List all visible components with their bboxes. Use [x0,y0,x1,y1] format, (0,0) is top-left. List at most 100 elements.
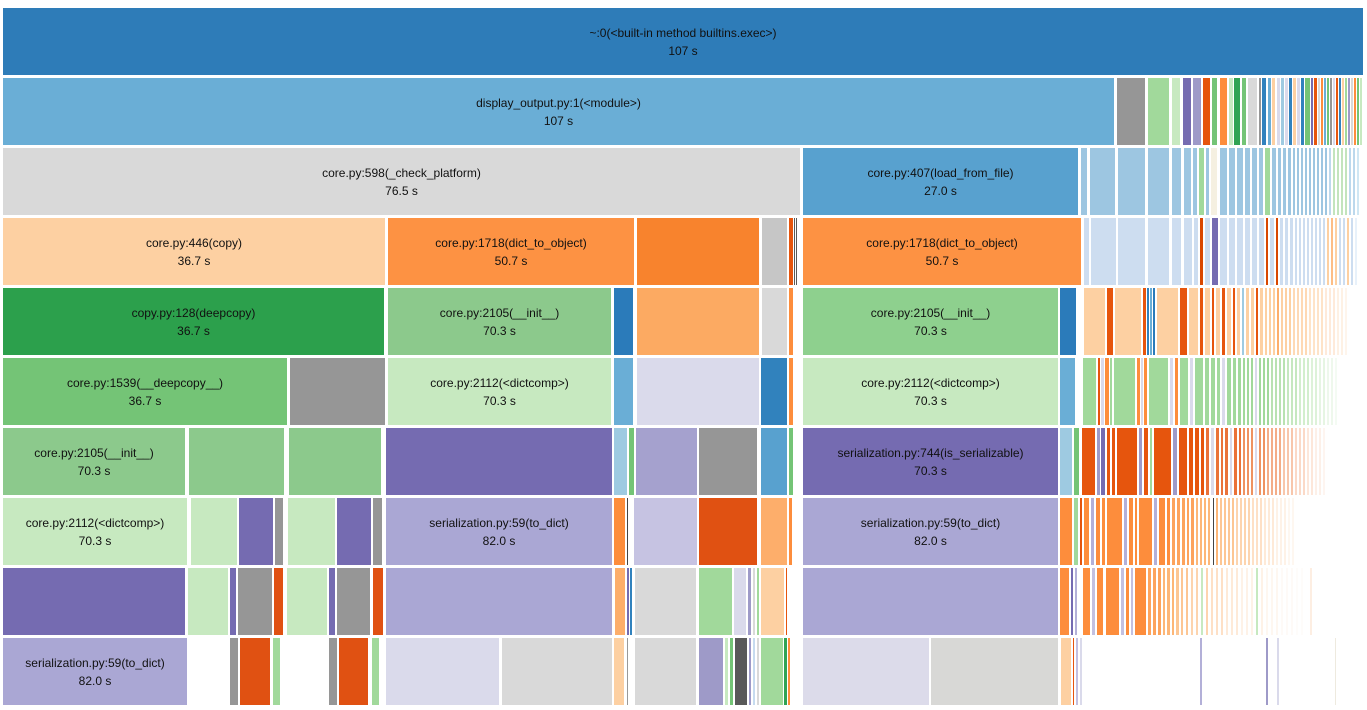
frame-block[interactable] [1189,288,1198,355]
frame-block[interactable] [1199,148,1204,215]
frame-block[interactable] [1291,428,1293,495]
frame-block[interactable] [1135,568,1146,635]
frame-block[interactable] [1102,498,1105,565]
frame-block[interactable] [1060,428,1072,495]
frame-block[interactable] [1242,78,1246,145]
frame-block[interactable] [1313,148,1315,215]
frame-block[interactable] [614,428,627,495]
frame-block[interactable] [1186,568,1188,635]
frame-block[interactable] [1281,78,1284,145]
frame-block[interactable] [1101,428,1105,495]
frame-core-py-2105-init[interactable]: core.py:2105(__init__)70.3 s [3,428,185,495]
frame-block[interactable] [1181,568,1183,635]
frame-core-py-2105-init[interactable]: core.py:2105(__init__)70.3 s [803,288,1058,355]
frame-block[interactable] [1286,568,1288,635]
frame-block[interactable] [1262,78,1266,145]
frame-block[interactable] [1083,358,1096,425]
frame-block[interactable] [1251,288,1254,355]
frame-block[interactable] [1309,288,1311,355]
frame-block[interactable] [1252,148,1257,215]
frame-block[interactable] [1273,288,1275,355]
frame-block[interactable] [1263,358,1265,425]
frame-block[interactable] [1283,428,1285,495]
frame-block[interactable] [1291,358,1293,425]
frame-block[interactable] [1259,218,1264,285]
frame-block[interactable] [1180,358,1188,425]
frame-block[interactable] [189,428,284,495]
frame-block[interactable] [1279,358,1281,425]
frame-block[interactable] [1255,428,1257,495]
frame-block[interactable] [1233,288,1235,355]
frame-block[interactable] [1247,428,1249,495]
frame-block[interactable] [1299,428,1301,495]
frame-block[interactable] [1343,218,1345,285]
frame-block[interactable] [1264,498,1266,565]
frame-block[interactable] [748,568,751,635]
frame-block[interactable] [1144,358,1147,425]
frame-block[interactable] [1176,568,1179,635]
frame-block[interactable] [1184,148,1191,215]
frame-block[interactable] [1216,288,1220,355]
frame-block[interactable] [1228,498,1230,565]
frame-block[interactable] [1267,358,1269,425]
frame-block[interactable] [1295,218,1297,285]
frame-core-py-2112-dictcomp[interactable]: core.py:2112(<dictcomp>)70.3 s [803,358,1058,425]
frame-block[interactable] [1231,568,1233,635]
frame-block[interactable] [1148,568,1151,635]
frame-block[interactable] [1245,148,1250,215]
frame-block[interactable] [1297,288,1299,355]
frame-block[interactable] [1208,498,1210,565]
frame-block[interactable] [1236,498,1238,565]
frame-block[interactable] [1061,638,1071,705]
frame-block[interactable] [1252,498,1254,565]
frame-block[interactable] [1153,568,1156,635]
frame-block[interactable] [1251,428,1253,495]
frame-block[interactable] [1315,428,1317,495]
frame-block[interactable] [1124,498,1127,565]
frame-block[interactable] [761,428,787,495]
frame-block[interactable] [1325,148,1327,215]
frame-block[interactable] [1110,358,1112,425]
frame-block[interactable] [337,498,371,565]
frame-block[interactable] [803,568,1058,635]
frame-block[interactable] [1090,148,1115,215]
frame-block[interactable] [749,638,751,705]
frame-block[interactable] [1229,148,1235,215]
frame-block[interactable] [1272,498,1274,565]
frame-block[interactable] [1280,498,1282,565]
frame-block[interactable] [725,638,728,705]
frame-block[interactable] [1230,428,1232,495]
frame-block[interactable] [1323,218,1325,285]
frame-block[interactable] [1206,568,1208,635]
frame-block[interactable] [1279,428,1281,495]
frame-block[interactable] [1244,498,1246,565]
frame-block[interactable] [1195,358,1203,425]
frame-block[interactable] [1276,218,1278,285]
frame-block[interactable] [1172,218,1181,285]
frame-block[interactable] [1241,568,1243,635]
frame-block[interactable] [1239,428,1241,495]
frame-block[interactable] [1276,568,1278,635]
frame-block[interactable] [1141,358,1143,425]
frame-block[interactable] [1268,78,1271,145]
frame-block[interactable] [1311,358,1313,425]
frame-block[interactable] [1284,498,1286,565]
frame-block[interactable] [239,498,273,565]
frame-block[interactable] [1295,428,1297,495]
frame-block[interactable] [1194,218,1198,285]
frame-block[interactable] [1167,568,1170,635]
frame-block[interactable] [1075,568,1077,635]
frame-block[interactable] [788,638,790,705]
frame-block[interactable] [1216,568,1218,635]
frame-block[interactable] [1206,148,1209,215]
frame-block[interactable] [1353,148,1355,215]
frame-block[interactable] [1071,568,1073,635]
frame-block[interactable] [1278,148,1281,215]
frame-block[interactable] [1321,78,1323,145]
frame-block[interactable] [1204,498,1206,565]
frame-block[interactable] [1303,428,1305,495]
frame-block[interactable] [1293,78,1296,145]
frame-block[interactable] [1183,78,1191,145]
frame-block[interactable] [1351,218,1353,285]
frame-block[interactable] [1301,148,1303,215]
